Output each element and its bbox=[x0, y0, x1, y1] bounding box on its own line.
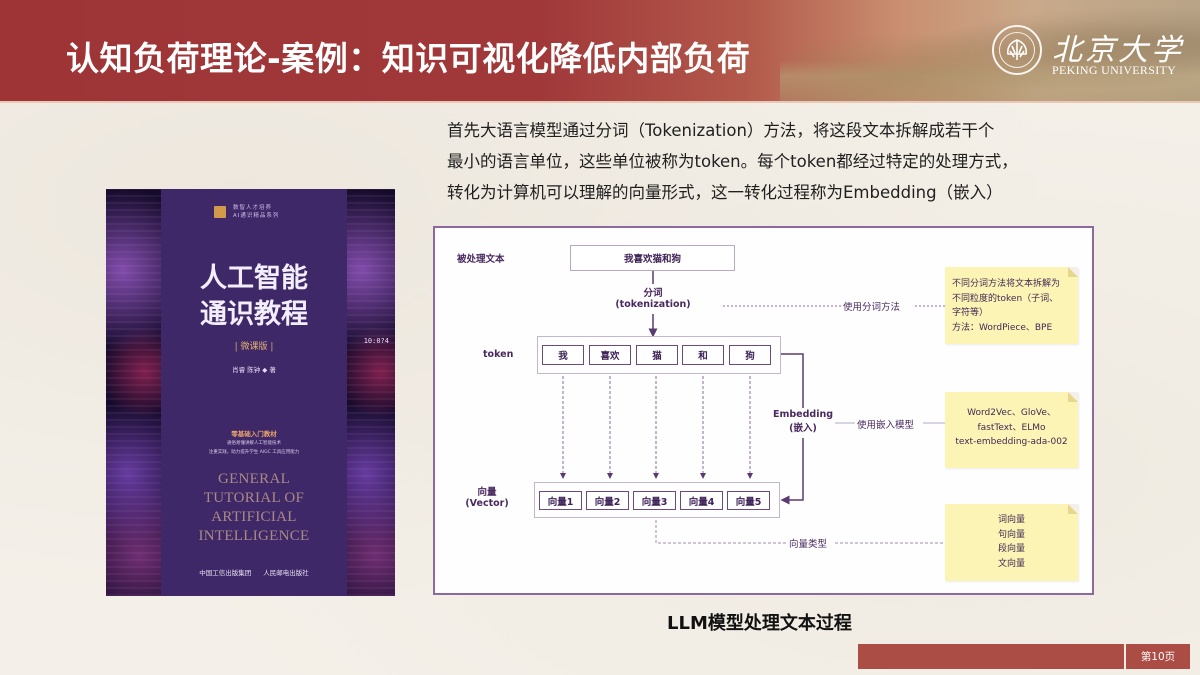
input-text-box: 我喜欢猫和狗 bbox=[570, 245, 735, 271]
book-subtitle-line: 注重实践，助力提升学生 AIGC 工具应用能力 bbox=[208, 450, 300, 455]
note-line: text-embedding-ada-002 bbox=[955, 437, 1068, 447]
intro-line: 首先大语言模型通过分词（Tokenization）方法，将这段文本拆解成若干个 bbox=[447, 121, 995, 140]
note-line: 方法：WordPiece、BPE bbox=[952, 322, 1053, 333]
note-fold-icon bbox=[1068, 267, 1078, 277]
footer-bar bbox=[858, 644, 1124, 669]
embedding-label-cn: (嵌入) bbox=[789, 423, 817, 434]
note-line: 词向量 bbox=[997, 515, 1025, 525]
note-line: fastText、ELMo bbox=[977, 422, 1046, 433]
book-english-line: GENERAL bbox=[217, 471, 291, 487]
book-tagline: 零基础入门教材 bbox=[231, 430, 277, 438]
vector-box: 向量4 bbox=[680, 491, 723, 510]
note-line: 段向量 bbox=[997, 544, 1025, 554]
book-edition: | 微课版 | bbox=[234, 342, 274, 352]
note-line: 不同分词方法将文本拆解为 bbox=[952, 279, 1061, 289]
book-english-line: ARTIFICIAL bbox=[211, 509, 297, 525]
publisher-name: 人民邮电出版社 bbox=[263, 569, 309, 577]
cover-center-panel: 数智人才培养 AI通识精品系列 人工智能 通识教程 | 微课版 | 肖睿 陈钟 … bbox=[161, 189, 347, 596]
note-fold-icon bbox=[1068, 504, 1078, 514]
cover-art-right bbox=[347, 189, 395, 596]
note-line: 字符等） bbox=[952, 308, 989, 318]
tokenize-method-label: 使用分词方法 bbox=[843, 302, 901, 313]
diagram-caption: LLM模型处理文本过程 bbox=[667, 613, 852, 634]
token-box: 猫 bbox=[636, 345, 678, 365]
vector-row-label-cn: 向量 bbox=[477, 487, 497, 498]
book-authors: 肖睿 陈钟 ◆ 著 bbox=[232, 366, 276, 374]
header-divider bbox=[0, 101, 1200, 103]
intro-line: 最小的语言单位，这些单位被称为token。每个token都经过特定的处理方式， bbox=[447, 152, 1018, 171]
book-title-line: 通识教程 bbox=[200, 299, 308, 330]
vector-box: 向量2 bbox=[586, 491, 629, 510]
embedding-label: Embedding (嵌入) bbox=[771, 409, 835, 434]
book-subtitle: 通俗易懂讲解人工智能技术 注重实践，助力提升学生 AIGC 工具应用能力 bbox=[161, 439, 347, 457]
book-subtitle-line: 通俗易懂讲解人工智能技术 bbox=[227, 441, 281, 446]
embedding-models-note: Word2Vec、GloVe、 fastText、ELMo text-embed… bbox=[945, 392, 1078, 468]
vector-row-label-en: (Vector) bbox=[465, 498, 509, 509]
campus-photo-background bbox=[780, 0, 1200, 101]
tokenization-note: 不同分词方法将文本拆解为 不同粒度的token（子词、 字符等） 方法：Word… bbox=[945, 267, 1078, 344]
intro-line: 转化为计算机可以理解的向量形式，这一转化过程称为Embedding（嵌入） bbox=[447, 183, 1003, 202]
embedding-label-en: Embedding bbox=[772, 409, 834, 420]
series-text: 数智人才培养 AI通识精品系列 bbox=[233, 204, 279, 220]
diagram-connectors bbox=[560, 270, 945, 544]
intro-paragraph: 首先大语言模型通过分词（Tokenization）方法，将这段文本拆解成若干个 … bbox=[447, 115, 1107, 208]
series-logo-icon bbox=[214, 206, 226, 218]
tokenize-label: 分词 (tokenization) bbox=[615, 285, 691, 310]
vector-box: 向量1 bbox=[539, 491, 582, 510]
book-english-title: GENERAL TUTORIAL OF ARTIFICIAL INTELLIGE… bbox=[161, 470, 347, 546]
token-row-label: token bbox=[483, 349, 514, 360]
tokenize-label-cn: 分词 bbox=[643, 288, 663, 299]
llm-process-diagram: 被处理文本 我喜欢猫和狗 分词 (tokenization) 使用分词方法 to… bbox=[433, 226, 1094, 595]
note-line: 文向量 bbox=[997, 558, 1025, 569]
book-english-line: INTELLIGENCE bbox=[198, 528, 310, 544]
logo-chinese-name: 北京大学 bbox=[1052, 33, 1184, 68]
logo-english-name: PEKING UNIVERSITY bbox=[1052, 63, 1177, 77]
series-line: AI通识精品系列 bbox=[233, 213, 280, 219]
vector-box: 向量5 bbox=[727, 491, 770, 510]
cover-digits: 10:0?4 bbox=[363, 337, 389, 345]
token-box: 喜欢 bbox=[589, 345, 631, 365]
publisher-name: 中国工信出版集团 bbox=[199, 569, 252, 577]
embedding-model-label: 使用嵌入模型 bbox=[857, 420, 915, 431]
book-english-line: TUTORIAL OF bbox=[203, 490, 305, 506]
vector-row-label: 向量 (Vector) bbox=[459, 484, 515, 509]
input-text-label: 被处理文本 bbox=[457, 254, 505, 265]
note-line: 句向量 bbox=[997, 529, 1025, 540]
cover-art-left bbox=[106, 189, 161, 596]
book-title: 人工智能 通识教程 bbox=[161, 261, 347, 333]
token-box: 狗 bbox=[729, 345, 771, 365]
vector-types-note: 词向量 句向量 段向量 文向量 bbox=[945, 504, 1078, 581]
university-logo: 北京大学 PEKING UNIVERSITY bbox=[992, 25, 1181, 77]
tokenize-label-en: (tokenization) bbox=[615, 299, 691, 310]
slide-header: 认知负荷理论-案例：知识可视化降低内部负荷 北京大学 PEKING UNIVER… bbox=[0, 0, 1200, 101]
token-box: 我 bbox=[542, 345, 584, 365]
note-line: 不同粒度的token（子词、 bbox=[952, 293, 1059, 304]
book-title-line: 人工智能 bbox=[200, 263, 308, 294]
book-publishers: 中国工信出版集团 人民邮电出版社 bbox=[161, 567, 347, 577]
slide-title: 认知负荷理论-案例：知识可视化降低内部负荷 bbox=[66, 39, 751, 78]
note-line: Word2Vec、GloVe、 bbox=[967, 408, 1056, 418]
vector-type-label: 向量类型 bbox=[789, 539, 828, 550]
seal-icon bbox=[992, 25, 1042, 75]
series-line: 数智人才培养 bbox=[233, 205, 273, 211]
book-cover-image: 10:0?4 数智人才培养 AI通识精品系列 人工智能 通识教程 | 微课版 |… bbox=[106, 189, 395, 596]
vector-box: 向量3 bbox=[633, 491, 676, 510]
page-number: 第10页 bbox=[1126, 644, 1190, 669]
token-box: 和 bbox=[682, 345, 724, 365]
note-fold-icon bbox=[1068, 392, 1078, 402]
